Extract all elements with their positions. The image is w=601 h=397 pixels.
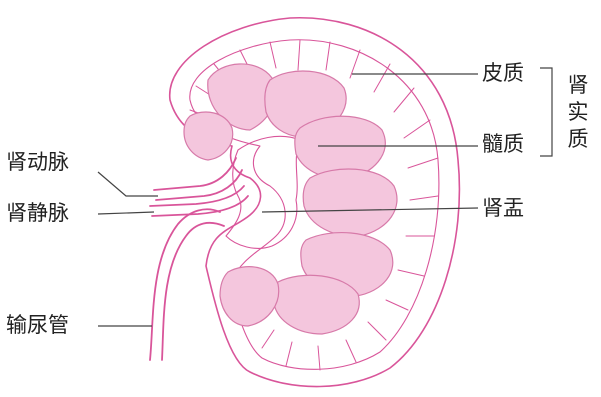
- renal-artery-label: 肾动脉: [6, 152, 69, 173]
- renal-parenchyma-label: 肾实质: [566, 72, 590, 153]
- renal-vein: [150, 186, 248, 216]
- ureter: [150, 209, 224, 360]
- renal-pelvis-label: 肾盂: [482, 198, 524, 219]
- renal-artery: [154, 158, 242, 200]
- vein-leader: [98, 212, 154, 214]
- pyramid: [273, 275, 359, 334]
- pyramid: [220, 267, 279, 326]
- renal-vein-label: 肾静脉: [6, 203, 69, 224]
- ureter-label: 输尿管: [6, 315, 69, 336]
- pyramid: [184, 112, 233, 160]
- cortex-label: 皮质: [482, 63, 524, 84]
- medullary-pyramids: [184, 64, 397, 334]
- artery-leader: [98, 172, 158, 196]
- pyramid: [303, 169, 397, 236]
- parenchyma-bracket: [540, 68, 552, 156]
- medulla-label: 髓质: [482, 134, 524, 155]
